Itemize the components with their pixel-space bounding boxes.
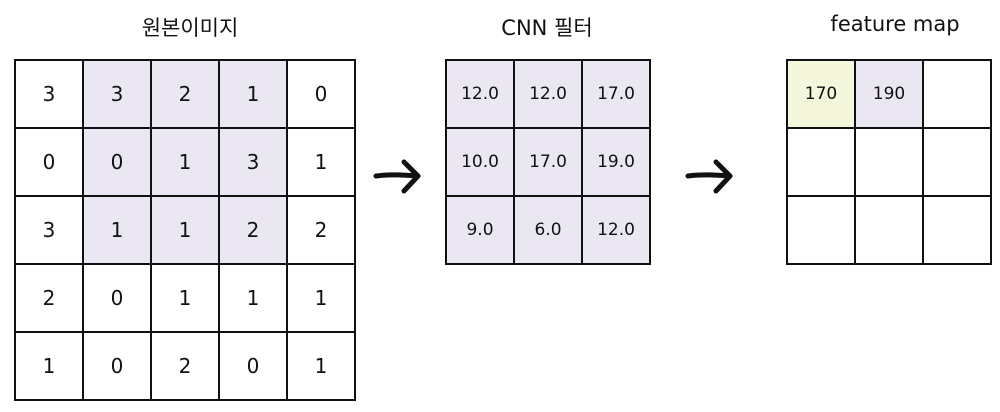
image-cell: 2 xyxy=(286,195,356,265)
feature-map-title: feature map xyxy=(830,12,960,36)
feature-cell-empty xyxy=(922,195,992,265)
feature-cell-empty xyxy=(854,127,924,197)
image-cell: 1 xyxy=(286,331,356,401)
image-cell: 0 xyxy=(82,331,152,401)
grid-row: 9.0 6.0 12.0 xyxy=(445,195,651,265)
arrow-right-icon xyxy=(373,159,421,194)
grid-row: 10.0 17.0 19.0 xyxy=(445,127,651,197)
feature-cell-current: 170 xyxy=(786,59,856,129)
feature-cell: 190 xyxy=(854,59,924,129)
image-cell-window: 0 xyxy=(82,127,152,197)
image-cell-window: 2 xyxy=(150,59,220,129)
filter-cell: 6.0 xyxy=(513,195,583,265)
cnn-filter-title: CNN 필터 xyxy=(501,16,593,40)
grid-row: 2 0 1 1 1 xyxy=(14,263,356,333)
feature-cell-empty xyxy=(854,195,924,265)
feature-cell-empty xyxy=(922,59,992,129)
filter-cell: 12.0 xyxy=(445,59,515,129)
grid-row: 170 190 xyxy=(786,59,992,129)
image-cell-window: 3 xyxy=(218,127,288,197)
feature-map-grid: 170 190 xyxy=(786,59,992,265)
grid-row: 12.0 12.0 17.0 xyxy=(445,59,651,129)
image-cell: 1 xyxy=(218,263,288,333)
image-cell: 1 xyxy=(286,127,356,197)
image-cell: 1 xyxy=(150,263,220,333)
filter-cell: 12.0 xyxy=(513,59,583,129)
image-cell: 2 xyxy=(14,263,84,333)
original-image-title: 원본이미지 xyxy=(141,16,239,40)
original-image-grid: 3 3 2 1 0 0 0 1 3 1 3 1 1 2 2 2 0 1 1 1 … xyxy=(14,59,356,401)
image-cell-window: 2 xyxy=(218,195,288,265)
image-cell: 0 xyxy=(286,59,356,129)
image-cell-window: 1 xyxy=(218,59,288,129)
image-cell: 2 xyxy=(150,331,220,401)
filter-cell: 10.0 xyxy=(445,127,515,197)
image-cell: 3 xyxy=(14,195,84,265)
grid-row xyxy=(786,127,992,197)
filter-cell: 12.0 xyxy=(581,195,651,265)
grid-row: 1 0 2 0 1 xyxy=(14,331,356,401)
filter-cell: 9.0 xyxy=(445,195,515,265)
image-cell-window: 1 xyxy=(150,195,220,265)
image-cell: 1 xyxy=(286,263,356,333)
image-cell: 0 xyxy=(218,331,288,401)
filter-cell: 17.0 xyxy=(513,127,583,197)
image-cell-window: 3 xyxy=(82,59,152,129)
filter-cell: 19.0 xyxy=(581,127,651,197)
image-cell: 3 xyxy=(14,59,84,129)
grid-row: 3 1 1 2 2 xyxy=(14,195,356,265)
arrow-right-icon xyxy=(685,159,733,194)
image-cell: 1 xyxy=(14,331,84,401)
image-cell: 0 xyxy=(14,127,84,197)
feature-cell-empty xyxy=(786,195,856,265)
grid-row: 3 3 2 1 0 xyxy=(14,59,356,129)
cnn-filter-grid: 12.0 12.0 17.0 10.0 17.0 19.0 9.0 6.0 12… xyxy=(445,59,651,265)
feature-cell-empty xyxy=(786,127,856,197)
feature-cell-empty xyxy=(922,127,992,197)
image-cell-window: 1 xyxy=(150,127,220,197)
image-cell-window: 1 xyxy=(82,195,152,265)
grid-row: 0 0 1 3 1 xyxy=(14,127,356,197)
image-cell: 0 xyxy=(82,263,152,333)
grid-row xyxy=(786,195,992,265)
filter-cell: 17.0 xyxy=(581,59,651,129)
